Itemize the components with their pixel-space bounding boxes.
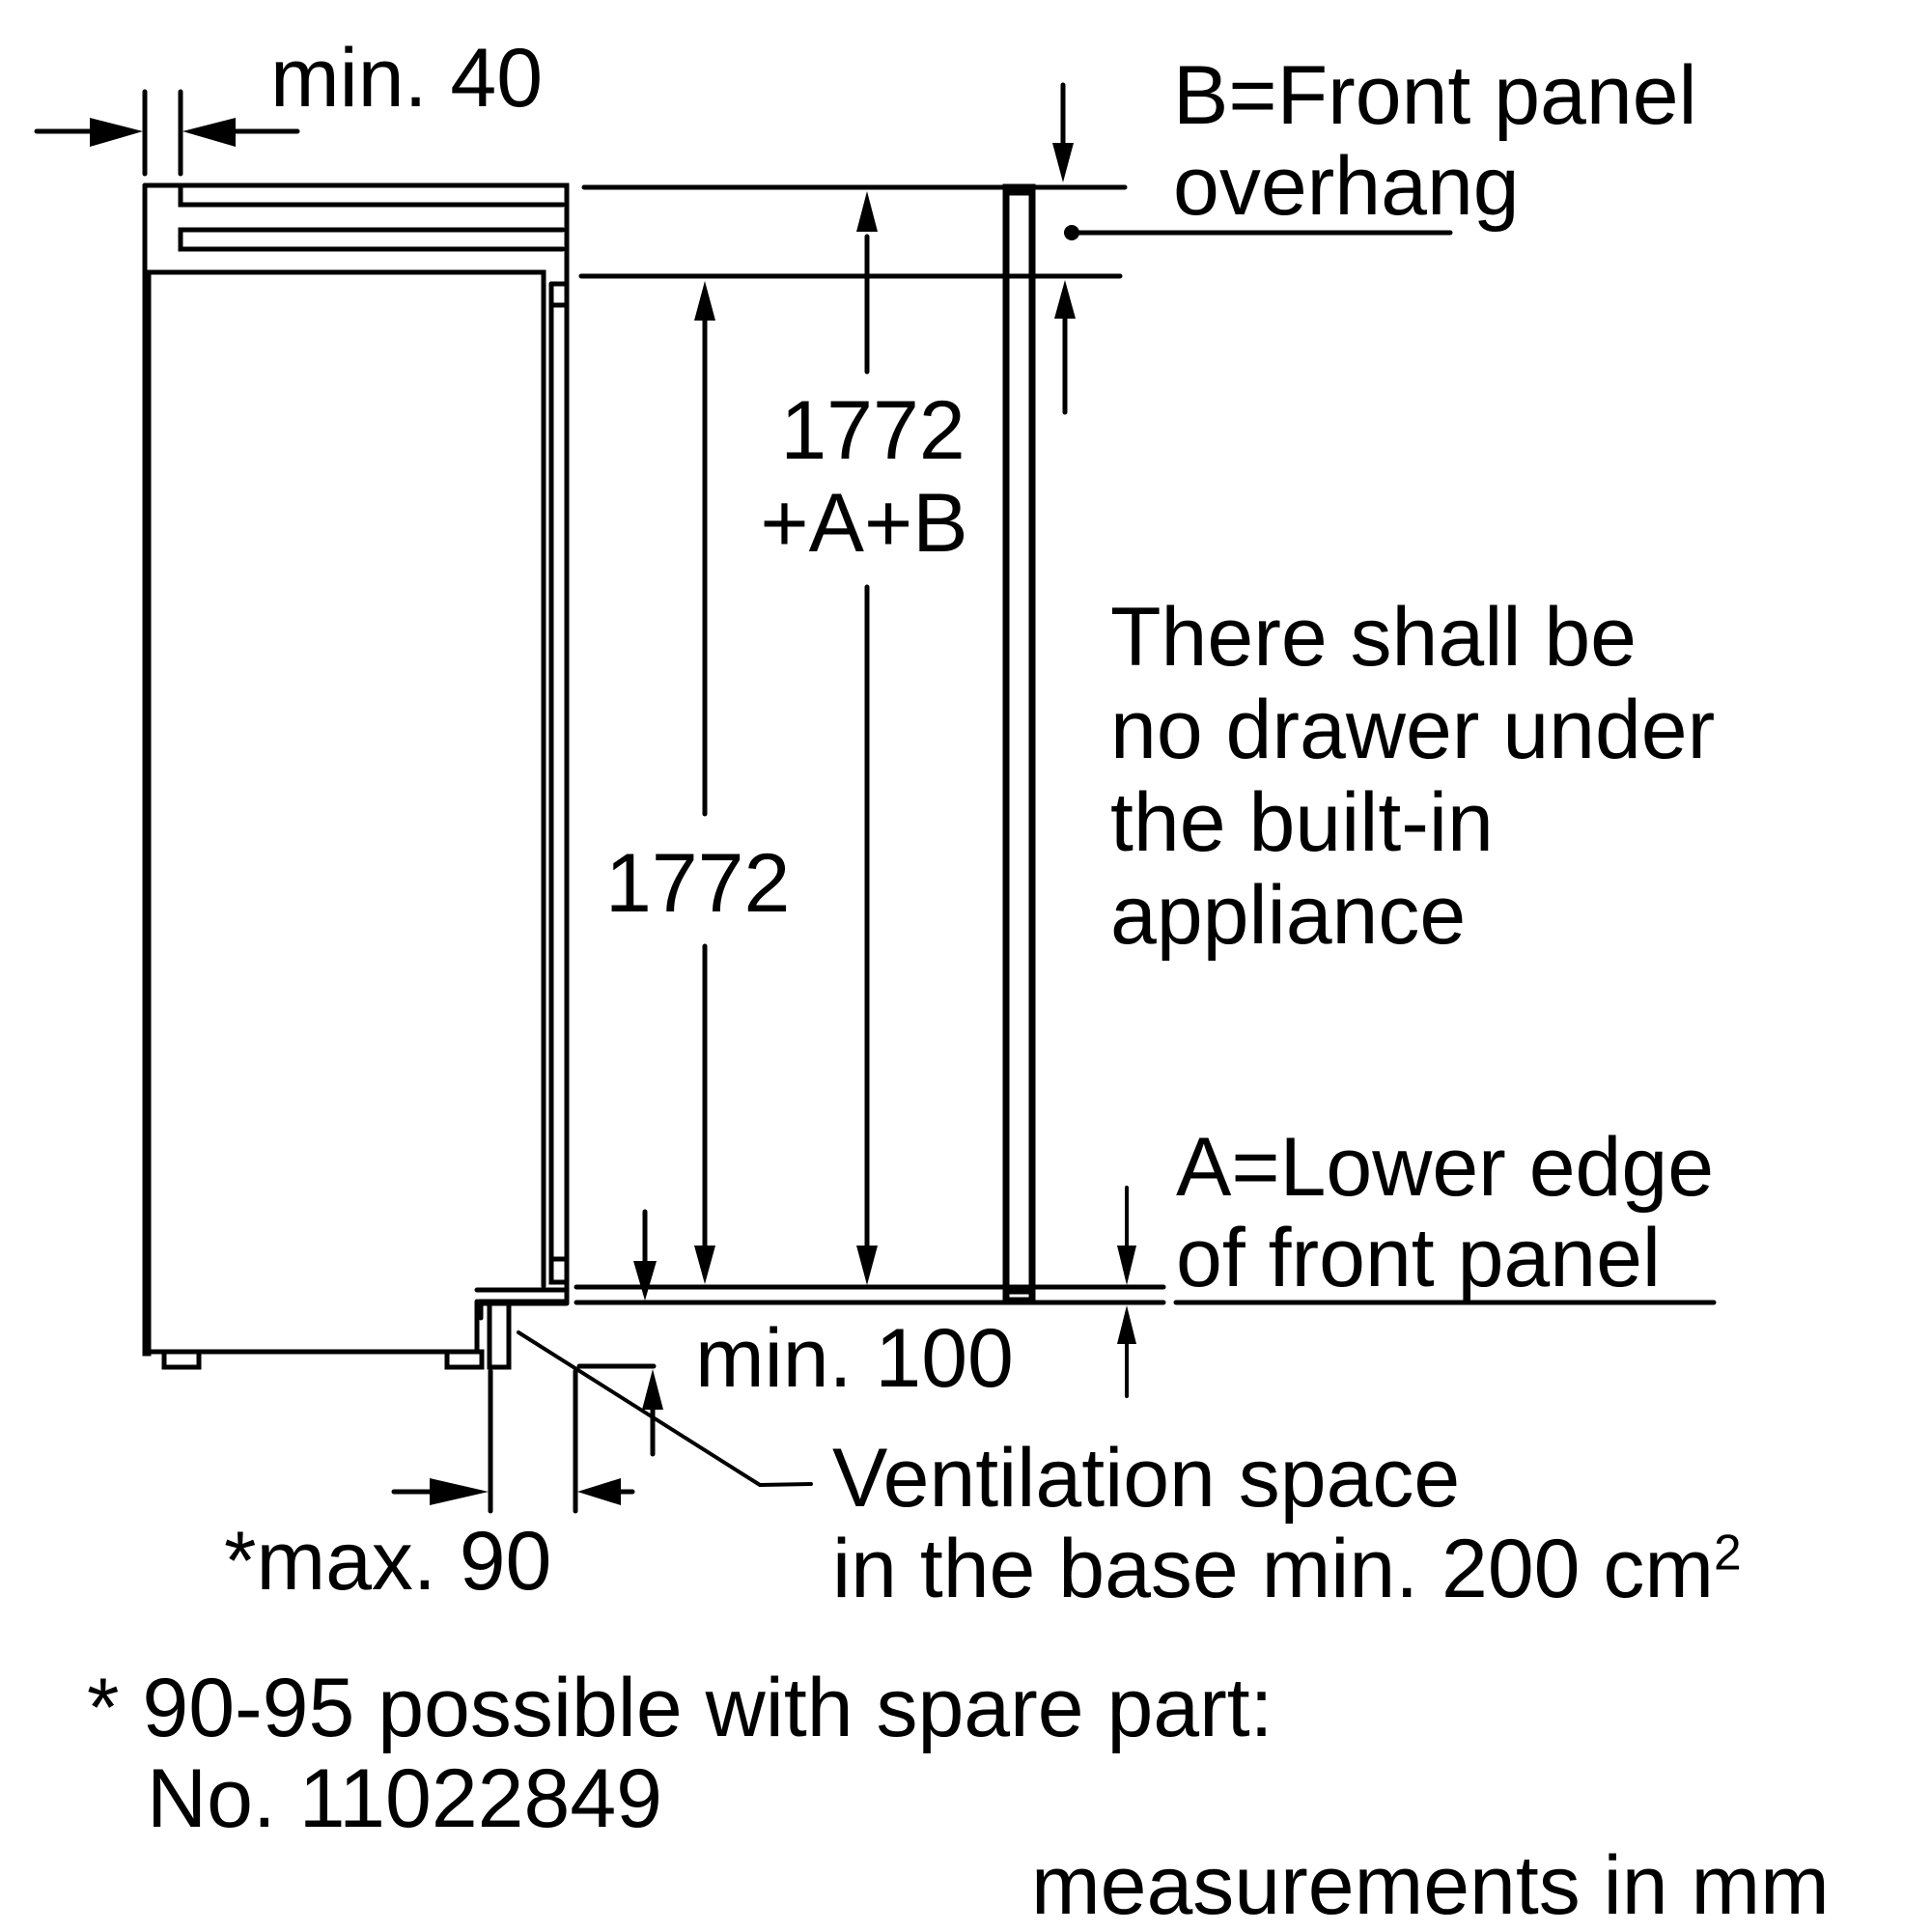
plinth-depth-dimension	[391, 1368, 635, 1514]
total-height-line2: +A+B	[760, 477, 968, 570]
lower-offset-arrow	[633, 1209, 657, 1301]
front-panel	[1002, 183, 1036, 1304]
ventilation-label: Ventilation space in the base min. 200 c…	[832, 1433, 1742, 1614]
top-clearance-label: min. 40	[270, 32, 544, 125]
no-drawer-line-1: There shall be	[1110, 591, 1637, 684]
ventilation-line2-text: in the base min. 200 cm	[832, 1523, 1715, 1615]
front-panel-overhang-line1: B=Front panel	[1173, 49, 1697, 142]
no-drawer-line-2: no drawer under	[1110, 684, 1716, 776]
front-panel-overhang-line2: overhang	[1173, 140, 1520, 233]
total-height-label: 1772 +A+B	[753, 384, 985, 570]
total-height-dimension	[856, 191, 878, 1285]
overhang-dimension	[1052, 82, 1453, 415]
footnote: * 90-95 possible with spare part: No. 11…	[87, 1663, 1273, 1844]
niche-height-label: 1772	[605, 837, 791, 930]
plinth-depth-label: *max. 90	[224, 1515, 552, 1608]
top-reference-lines	[578, 184, 1128, 279]
ventilation-superscript: 2	[1714, 1524, 1742, 1581]
no-drawer-note: There shall be no drawer under the built…	[1110, 591, 1715, 962]
niche-height-dimension	[694, 281, 715, 1284]
cabinet-outline	[142, 182, 570, 1370]
lower-edge-dimension	[1117, 1186, 1136, 1398]
total-height-line1: 1772	[780, 384, 966, 477]
ventilation-line2: in the base min. 200 cm2	[832, 1524, 1742, 1614]
lower-edge-line1: A=Lower edge	[1176, 1121, 1715, 1214]
no-drawer-line-3: the built-in	[1110, 776, 1494, 869]
lower-edge-line2: of front panel	[1176, 1212, 1662, 1304]
ventilation-line1: Ventilation space	[832, 1432, 1461, 1525]
top-clearance-dimension	[34, 89, 300, 177]
lower-edge-label: A=Lower edge of front panel	[1176, 1122, 1714, 1303]
bottom-reference-lines	[574, 1284, 1717, 1305]
footnote-line2: No. 11022849	[147, 1752, 662, 1845]
ventilation-leader	[517, 1330, 813, 1488]
units-note: measurements in mm	[1031, 1839, 1830, 1932]
no-drawer-line-4: appliance	[1110, 869, 1467, 962]
plinth-height-label: min. 100	[695, 1312, 1014, 1405]
front-panel-overhang-label: B=Front panel overhang	[1173, 50, 1697, 232]
footnote-line1: * 90-95 possible with spare part:	[87, 1662, 1273, 1754]
